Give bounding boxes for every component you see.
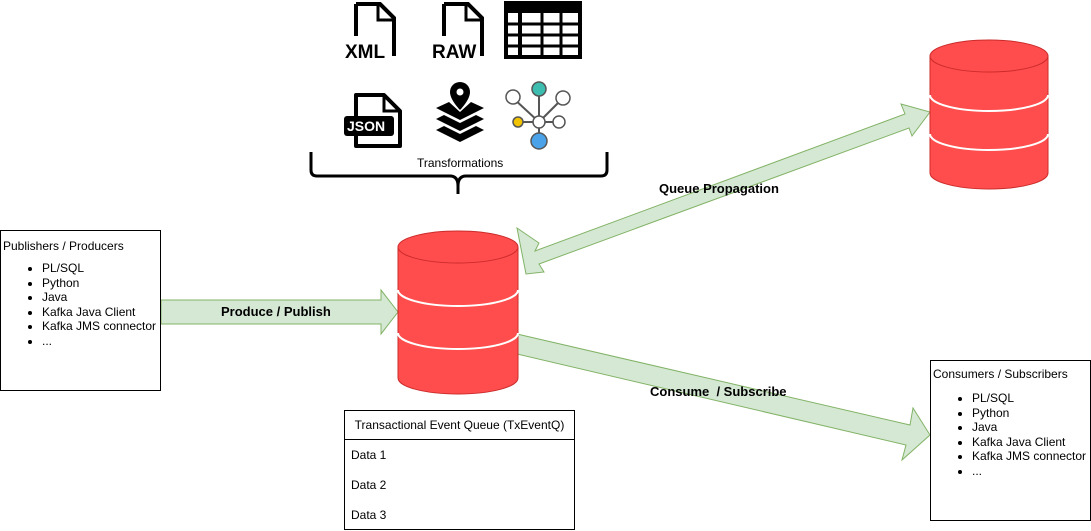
produce-publish-label: Produce / Publish	[221, 304, 331, 319]
queue-row: Data 3	[351, 508, 387, 522]
consumer-item: Kafka Java Client	[972, 435, 1086, 450]
consumers-box: Consumers / Subscribers PL/SQL Python Ja…	[930, 360, 1091, 521]
queue-database-icon	[397, 230, 519, 395]
queue-propagation-label: Queue Propagation	[659, 181, 779, 196]
consumer-item: Python	[972, 406, 1086, 421]
json-icon-text: JSON	[347, 118, 385, 134]
transformations-label: Transformations	[417, 156, 504, 170]
consumer-item: PL/SQL	[972, 391, 1086, 406]
publisher-item: PL/SQL	[42, 261, 156, 276]
consumer-item: Java	[972, 420, 1086, 435]
publisher-item: Java	[42, 290, 156, 305]
raw-file-icon: RAW	[432, 2, 484, 63]
publisher-item: Kafka JMS connector	[42, 319, 156, 334]
raw-icon-text: RAW	[432, 42, 476, 63]
consume-arrow	[516, 333, 931, 462]
consumers-list: PL/SQL Python Java Kafka Java Client Kaf…	[931, 391, 1086, 479]
queue-table: Transactional Event Queue (TxEventQ) Dat…	[344, 410, 575, 530]
consumer-item: ...	[972, 464, 1086, 479]
publisher-item: ...	[42, 334, 156, 349]
replica-database-icon	[929, 39, 1049, 190]
publishers-list: PL/SQL Python Java Kafka Java Client Kaf…	[1, 261, 156, 349]
queue-row: Data 2	[351, 478, 387, 492]
table-icon	[504, 1, 582, 59]
json-file-icon: JSON	[344, 93, 402, 148]
layers-location-icon	[436, 82, 484, 142]
xml-icon-text: XML	[345, 42, 386, 63]
publisher-item: Python	[42, 276, 156, 291]
transformations-brace	[309, 152, 609, 194]
xml-file-icon: XML	[345, 2, 396, 63]
publisher-item: Kafka Java Client	[42, 305, 156, 320]
propagation-arrow	[516, 103, 931, 275]
queue-table-title: Transactional Event Queue (TxEventQ)	[345, 411, 574, 440]
produce-arrow	[160, 288, 399, 336]
network-graph-icon	[505, 81, 571, 150]
publishers-title: Publishers / Producers	[3, 239, 124, 253]
consume-subscribe-label: Consume / Subscribe	[650, 384, 787, 399]
publishers-box: Publishers / Producers PL/SQL Python Jav…	[0, 230, 161, 391]
queue-row: Data 1	[351, 448, 387, 462]
consumers-title: Consumers / Subscribers	[933, 367, 1068, 381]
consumer-item: Kafka JMS connector	[972, 449, 1086, 464]
